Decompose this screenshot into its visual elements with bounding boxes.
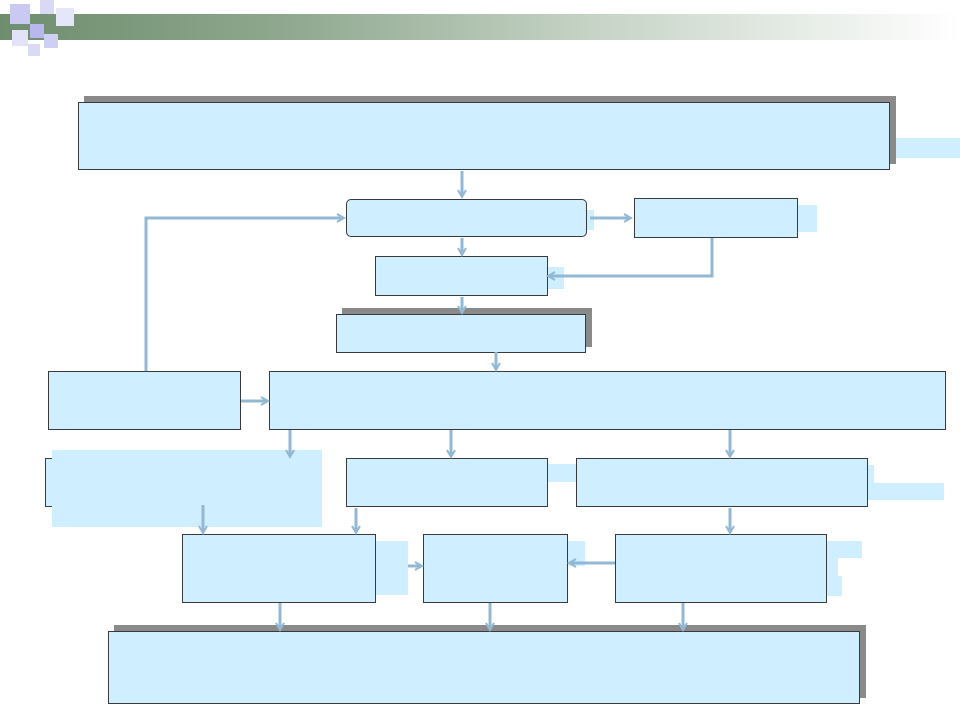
node-11-extension	[374, 541, 408, 595]
node-1-extension	[888, 138, 960, 158]
node-6	[48, 371, 241, 430]
edge-n5-n3	[549, 238, 714, 276]
node-13	[615, 534, 827, 603]
node-2	[346, 199, 587, 237]
node-13-extension-a	[825, 541, 862, 558]
node-5	[634, 198, 798, 238]
node-10-extension-b	[866, 483, 944, 500]
node-11	[182, 534, 376, 603]
node-7	[269, 371, 946, 430]
node-1	[78, 102, 890, 170]
edge-n6-n2	[144, 218, 343, 371]
node-12	[423, 534, 568, 603]
node-2-extension	[586, 210, 594, 230]
node-5-extension	[796, 205, 817, 232]
node-8-body	[52, 450, 322, 527]
node-14	[108, 631, 860, 704]
node-9-extension	[546, 464, 578, 482]
node-10	[576, 458, 868, 507]
slide-header-band	[0, 14, 960, 40]
node-13-extension-c	[825, 576, 842, 596]
corner-squares-logo	[0, 0, 80, 60]
node-10-extension-a	[866, 465, 874, 485]
node-13-extension-b	[825, 558, 838, 576]
node-9	[346, 458, 548, 507]
